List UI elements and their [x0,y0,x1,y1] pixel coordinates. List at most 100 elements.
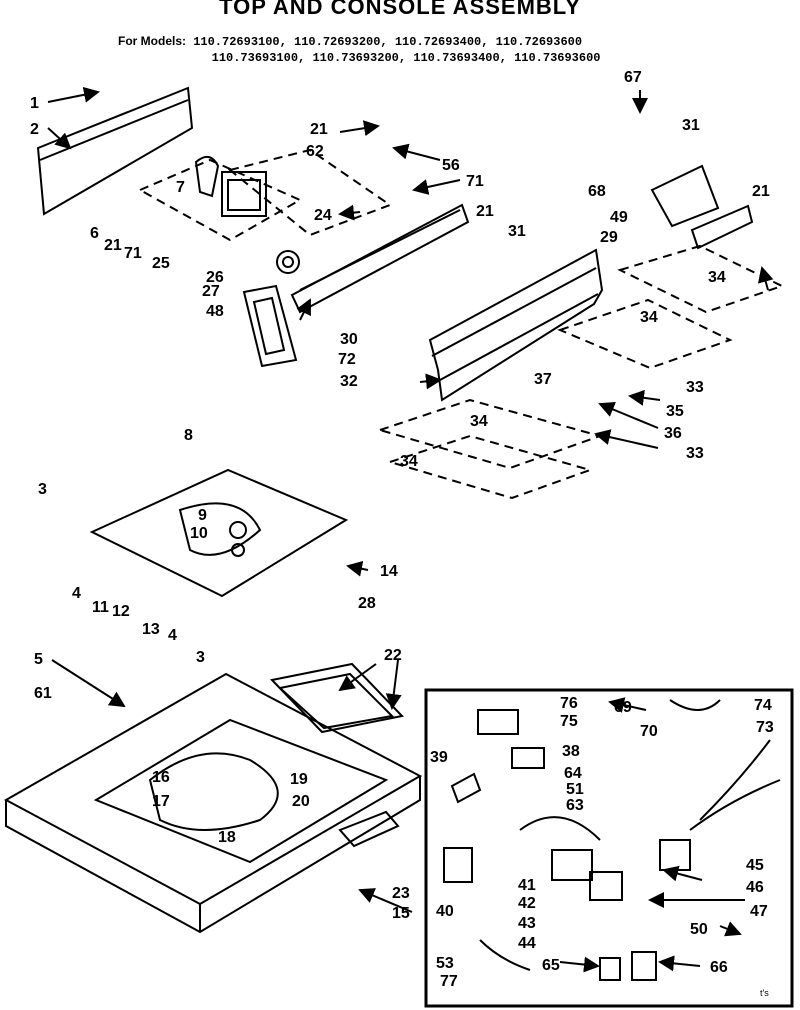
part-label: 24 [314,207,332,224]
part-label: 1 [30,95,39,112]
part-label: 4 [168,627,177,644]
footer-mark: t's [760,988,769,998]
part-label: 12 [112,603,130,620]
part-label: 75 [560,713,578,730]
part-label: 21 [476,203,494,220]
model-list: For Models: 110.72693100, 110.72693200, … [118,33,601,66]
tray-28 [270,662,404,734]
main-top-8 [89,468,349,598]
part-label: 72 [338,351,356,368]
part-label: 17 [152,793,170,810]
knob-25 [276,250,300,274]
part-label: 19 [290,771,308,788]
bracket-49 [650,164,720,228]
console-frame-27 [242,284,298,368]
part-label: 31 [682,117,700,134]
part-label: 21 [752,183,770,200]
part-label: 15 [392,905,410,922]
part-label: 30 [340,331,358,348]
part-label: 22 [384,647,402,664]
part-label: 56 [442,157,460,174]
part-label: 64 [564,765,582,782]
part-label: 31 [508,223,526,240]
part-label: 45 [746,857,764,874]
part-label: 34 [400,453,418,470]
part-label: 37 [534,371,552,388]
part-label: 41 [518,877,536,894]
part-label: 69 [614,699,632,716]
part-label: 63 [566,797,584,814]
part-label: 33 [686,379,704,396]
part-label: 49 [610,209,628,226]
part-label: 14 [380,563,398,580]
part-label: 13 [142,621,160,638]
part-label: 5 [34,651,43,668]
part-label: 10 [190,525,208,542]
part-label: 3 [196,649,205,666]
part-label: 50 [690,921,708,938]
part-label: 3 [38,481,47,498]
timer-box [221,171,267,217]
inset-box [424,688,794,1008]
console-panel [428,248,604,402]
part-label: 9 [198,507,207,524]
part-label: 36 [664,425,682,442]
part-label: 62 [306,143,324,160]
part-label: 34 [640,309,658,326]
models-label: For Models: [118,34,186,48]
part-label: 39 [430,749,448,766]
drawing-lines [3,86,794,1008]
part-label: 26 [206,269,224,286]
part-label: 71 [466,173,484,190]
models-line-2: 110.73693100, 110.73693200, 110.73693400… [211,51,601,65]
part-label: 23 [392,885,410,902]
part-labels: 1 2 3 3 4 4 5 6 7 8 9 10 11 12 13 14 15 … [30,69,774,998]
cabinet-top-15 [3,672,423,906]
part-label: 53 [436,955,454,972]
part-label: 33 [686,445,704,462]
part-label: 34 [708,269,726,286]
part-label: 27 [202,283,220,300]
part-label: 6 [90,225,99,242]
part-label: 35 [666,403,684,420]
part-label: 66 [710,959,728,976]
part-label: 48 [206,303,224,320]
leader-lines [47,86,774,973]
part-label: 73 [756,719,774,736]
cover-23 [338,810,400,848]
part-label: 46 [746,879,764,896]
part-label: 76 [560,695,578,712]
part-label: 77 [440,973,458,990]
diagram-title: TOP AND CONSOLE ASSEMBLY [219,0,581,19]
part-label: 11 [92,599,109,616]
part-label: 68 [588,183,606,200]
models-line-1: 110.72693100, 110.72693200, 110.72693400… [193,35,583,49]
part-label: 44 [518,935,536,952]
part-label: 28 [358,595,376,612]
back-panel [36,86,194,216]
part-label: 7 [176,179,185,196]
part-label: 4 [72,585,81,602]
part-label: 61 [34,685,52,702]
part-label: 25 [152,255,170,272]
part-label: 74 [754,697,772,714]
part-label: 51 [566,781,584,798]
part-label: 67 [624,69,642,86]
part-label: 65 [542,957,560,974]
part-label: 71 [124,245,142,262]
part-label: 43 [518,915,536,932]
part-label: 47 [750,903,768,920]
part-label: 20 [292,793,310,810]
part-label: 21 [104,237,122,254]
part-label: 32 [340,373,358,390]
part-label: 34 [470,413,488,430]
part-label: 29 [600,229,618,246]
part-label: 2 [30,121,39,138]
part-label: 38 [562,743,580,760]
strip-29 [690,204,754,250]
part-label: 16 [152,769,170,786]
part-label: 8 [184,427,193,444]
part-label: 21 [310,121,328,138]
